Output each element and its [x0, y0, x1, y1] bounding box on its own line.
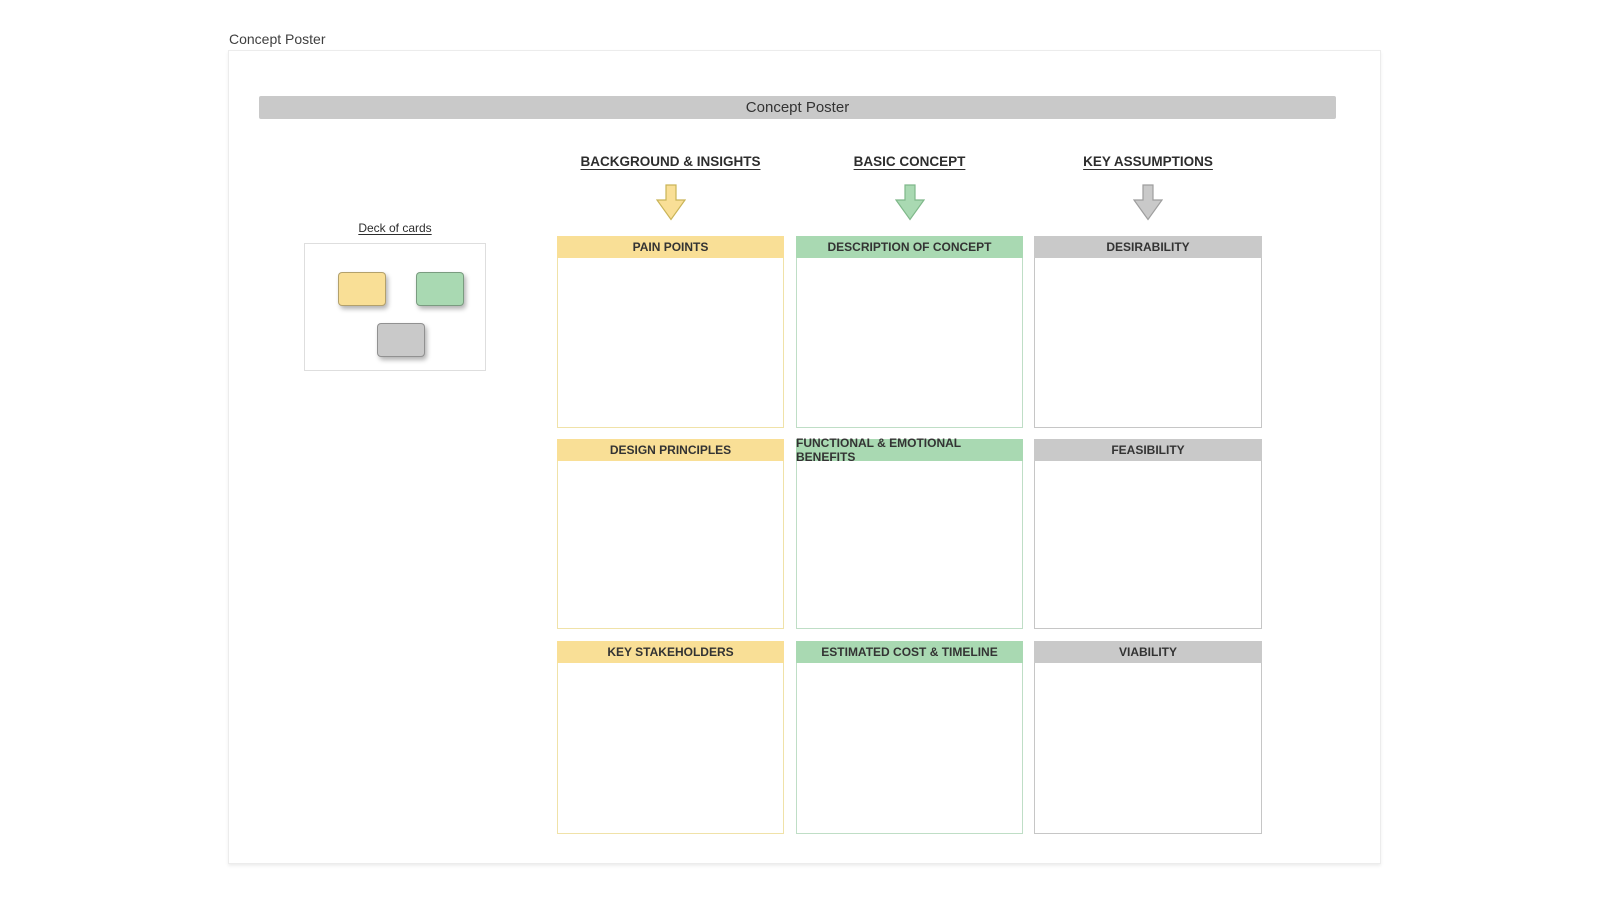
card-title: DESIRABILITY — [1034, 236, 1262, 258]
poster-title: Concept Poster — [745, 99, 850, 116]
card-feasibility[interactable]: FEASIBILITY — [1034, 439, 1262, 629]
down-arrow-icon — [1133, 184, 1163, 221]
deck-of-cards-label: Deck of cards — [358, 221, 432, 235]
card-body[interactable] — [797, 463, 1022, 628]
card-title: FEASIBILITY — [1034, 439, 1262, 461]
deck-gray-card[interactable] — [377, 323, 425, 357]
column-key-assumptions: KEY ASSUMPTIONS DESIRABILITY FEASIBILITY… — [1034, 51, 1262, 863]
poster-title-bar[interactable]: Concept Poster — [259, 96, 1336, 119]
card-body[interactable] — [558, 463, 783, 628]
deck-of-cards-box — [304, 243, 486, 371]
card-description-of-concept[interactable]: DESCRIPTION OF CONCEPT — [796, 236, 1023, 428]
column-background-insights: BACKGROUND & INSIGHTS PAIN POINTS DESIGN… — [557, 51, 784, 863]
card-design-principles[interactable]: DESIGN PRINCIPLES — [557, 439, 784, 629]
column-heading[interactable]: BACKGROUND & INSIGHTS — [580, 154, 761, 169]
card-body[interactable] — [1035, 463, 1261, 628]
card-key-stakeholders[interactable]: KEY STAKEHOLDERS — [557, 641, 784, 834]
page-title: Concept Poster — [229, 31, 326, 47]
down-arrow-icon — [894, 184, 925, 221]
column-heading[interactable]: KEY ASSUMPTIONS — [1083, 154, 1213, 169]
card-title: KEY STAKEHOLDERS — [557, 641, 784, 663]
card-title: DESIGN PRINCIPLES — [557, 439, 784, 461]
card-body[interactable] — [558, 665, 783, 833]
card-estimated-cost-timeline[interactable]: ESTIMATED COST & TIMELINE — [796, 641, 1023, 834]
card-body[interactable] — [1035, 665, 1261, 833]
card-body[interactable] — [558, 260, 783, 427]
card-pain-points[interactable]: PAIN POINTS — [557, 236, 784, 428]
card-title: PAIN POINTS — [557, 236, 784, 258]
whiteboard-canvas[interactable]: Concept Poster Deck of cards BACKGROUND … — [228, 50, 1381, 864]
card-desirability[interactable]: DESIRABILITY — [1034, 236, 1262, 428]
deck-yellow-card[interactable] — [338, 272, 386, 306]
card-title: ESTIMATED COST & TIMELINE — [796, 641, 1023, 663]
card-functional-emotional-benefits[interactable]: FUNCTIONAL & EMOTIONAL BENEFITS — [796, 436, 1023, 629]
card-body[interactable] — [797, 665, 1022, 833]
card-title: VIABILITY — [1034, 641, 1262, 663]
column-heading[interactable]: BASIC CONCEPT — [853, 154, 966, 169]
card-body[interactable] — [797, 260, 1022, 427]
down-arrow-icon — [655, 184, 686, 221]
column-basic-concept: BASIC CONCEPT DESCRIPTION OF CONCEPT FUN… — [796, 51, 1023, 863]
card-title: DESCRIPTION OF CONCEPT — [796, 236, 1023, 258]
card-body[interactable] — [1035, 260, 1261, 427]
deck-green-card[interactable] — [416, 272, 464, 306]
card-title: FUNCTIONAL & EMOTIONAL BENEFITS — [796, 436, 1023, 464]
card-viability[interactable]: VIABILITY — [1034, 641, 1262, 834]
